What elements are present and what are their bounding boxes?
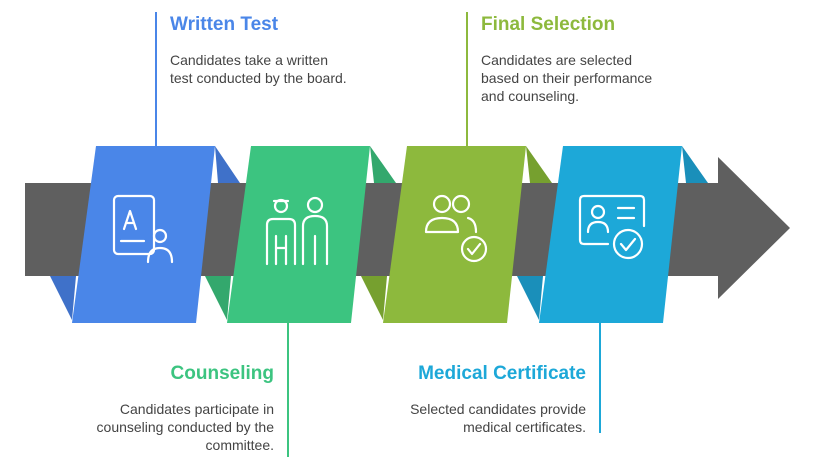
step-description: Candidates take a written test conducted…: [170, 52, 347, 86]
step-panel-final-selection: [361, 146, 552, 323]
step-description: Selected candidates provide medical cert…: [410, 401, 586, 435]
step-label-counseling: Counseling Candidates participate in cou…: [90, 362, 274, 454]
selected-people-icon: [424, 194, 488, 263]
step-label-written-test: Written Test Candidates take a written t…: [170, 13, 370, 87]
step-panel-medical-certificate: [517, 146, 708, 323]
step-title: Final Selection: [481, 14, 616, 35]
step-label-medical-certificate: Medical Certificate Selected candidates …: [376, 362, 586, 436]
step-description: Candidates are selected based on their p…: [481, 52, 653, 104]
step-label-final-selection: Final Selection Candidates are selected …: [481, 13, 681, 105]
certificate-icon: [578, 194, 646, 260]
step-title: Counseling: [170, 363, 274, 384]
step-panel-counseling: [205, 146, 396, 323]
step-panel-written-test: [50, 146, 240, 323]
counseling-people-icon: [265, 196, 329, 266]
step-description: Candidates participate in counseling con…: [96, 401, 274, 453]
test-person-icon: [112, 194, 174, 264]
step-title: Medical Certificate: [418, 363, 586, 384]
step-title: Written Test: [170, 14, 279, 35]
